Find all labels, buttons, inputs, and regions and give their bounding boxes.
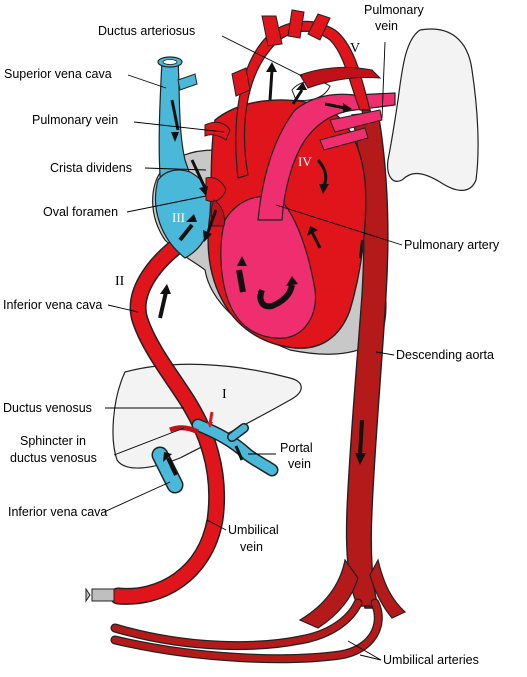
aorta-bifurcation <box>298 558 407 629</box>
umbilical-artery-2-fill <box>111 599 382 662</box>
leader-lines <box>103 35 403 661</box>
aortic-arch <box>235 20 371 179</box>
label-sphincter-1: Sphincter in <box>20 434 86 448</box>
label-pulmonary-vein-right-2: vein <box>375 19 398 33</box>
label-umbilical-vein-1: Umbilical <box>228 523 279 537</box>
umbilical-artery-1-fill <box>111 599 362 649</box>
numeral-v: V <box>350 41 360 56</box>
label-descending-aorta: Descending aorta <box>396 348 494 362</box>
label-pulmonary-vein-left: Pulmonary vein <box>32 113 118 127</box>
oval-foramen <box>211 199 225 227</box>
numeral-iii: III <box>172 210 185 225</box>
label-pulmonary-artery: Pulmonary artery <box>404 238 500 252</box>
label-superior-vena-cava: Superior vena cava <box>4 67 112 81</box>
numeral-i: I <box>222 387 227 402</box>
label-pulmonary-vein-right-1: Pulmonary <box>364 3 424 17</box>
label-portal-vein-1: Portal <box>280 441 313 455</box>
label-inferior-vena-cava-lower: Inferior vena cava <box>8 505 107 519</box>
label-umbilical-vein-2: vein <box>240 540 263 554</box>
label-portal-vein-2: vein <box>288 457 311 471</box>
numeral-ii: II <box>115 274 125 289</box>
ductus-venosus-sphincter <box>169 425 200 435</box>
label-crista-dividens: Crista dividens <box>50 161 132 175</box>
label-ductus-arteriosus: Ductus arteriosus <box>98 24 195 38</box>
label-oval-foramen: Oval foramen <box>43 205 118 219</box>
pulmonary-trunk <box>257 92 396 221</box>
label-ductus-venosus: Ductus venosus <box>3 401 92 415</box>
lung <box>387 28 479 191</box>
numeral-iv: IV <box>298 154 312 169</box>
flow-arrows <box>158 62 366 476</box>
pulmonary-vein-right <box>299 67 382 89</box>
crista-dividens <box>205 177 227 203</box>
label-inferior-vena-cava-upper: Inferior vena cava <box>3 298 102 312</box>
portal-vein <box>193 420 277 475</box>
label-sphincter-2: ductus venosus <box>10 451 97 465</box>
label-umbilical-arteries: Umbilical arteries <box>383 653 479 667</box>
umbilical-clamp <box>91 588 115 602</box>
